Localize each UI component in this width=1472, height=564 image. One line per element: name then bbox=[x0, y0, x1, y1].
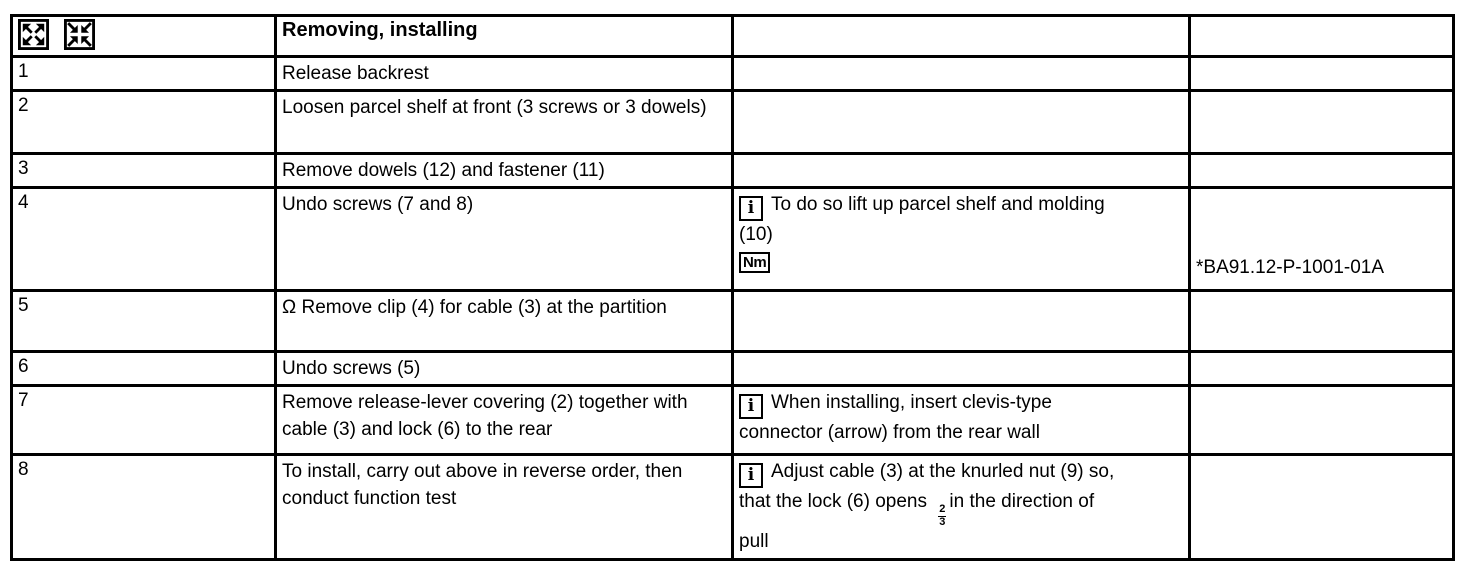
step-number-cell: 5 bbox=[10, 289, 277, 353]
action-cell: Loosen parcel shelf at front (3 screws o… bbox=[274, 89, 734, 155]
step-number: 1 bbox=[18, 61, 29, 82]
reference-cell bbox=[1188, 89, 1455, 155]
note-text: Adjust cable (3) at the knurled nut (9) … bbox=[771, 461, 1115, 482]
action-cell: Undo screws (7 and 8) bbox=[274, 186, 734, 292]
note-line: Nm bbox=[739, 249, 1180, 277]
step-number-cell: 8 bbox=[10, 452, 277, 562]
table-title-cell: Removing, installing bbox=[274, 14, 734, 58]
table-row: 4 Undo screws (7 and 8) i To do so lift up … bbox=[10, 186, 1455, 292]
fraction-numerator: 2 bbox=[938, 503, 947, 517]
note-cell: i When installing, insert clevis-type con… bbox=[731, 384, 1191, 456]
note-text: When installing, insert clevis-type bbox=[771, 392, 1052, 413]
step-number-cell: 1 bbox=[10, 55, 277, 92]
note-line: i When installing, insert clevis-type bbox=[739, 389, 1180, 419]
step-number: 3 bbox=[18, 158, 29, 179]
procedure-table-header: Removing, installing bbox=[10, 14, 1455, 58]
step-number: 6 bbox=[18, 356, 29, 377]
note-text: To do so lift up parcel shelf and moldin… bbox=[771, 194, 1105, 215]
note-line: pull bbox=[739, 528, 1180, 556]
info-icon: i bbox=[739, 463, 763, 488]
note-cell bbox=[731, 55, 1191, 92]
action-cell: Remove dowels (12) and fastener (11) bbox=[274, 152, 734, 189]
note-cell bbox=[731, 89, 1191, 155]
note-line: connector (arrow) from the rear wall bbox=[739, 419, 1180, 447]
action-text: Remove release-lever covering (2) togeth… bbox=[282, 392, 688, 440]
table-row: 1 Release backrest bbox=[10, 55, 1455, 92]
step-number-cell: 4 bbox=[10, 186, 277, 292]
reference-cell bbox=[1188, 384, 1455, 456]
note-text: connector (arrow) from the rear wall bbox=[739, 422, 1040, 443]
step-number-cell: 7 bbox=[10, 384, 277, 456]
reference-cell bbox=[1188, 152, 1455, 189]
table-row: 7 Remove release-lever covering (2) toget… bbox=[10, 384, 1455, 456]
collapse-arrows-icon bbox=[64, 19, 96, 51]
symbol-cell bbox=[10, 14, 277, 58]
table-title: Removing, installing bbox=[282, 19, 478, 41]
note-text: (10) bbox=[739, 224, 773, 245]
torque-nm-icon: Nm bbox=[739, 252, 771, 274]
action-cell: Remove release-lever covering (2) togeth… bbox=[274, 384, 734, 456]
expand-arrows-icon bbox=[18, 19, 50, 51]
note-cell: i Adjust cable (3) at the knurled nut (9)… bbox=[731, 452, 1191, 562]
step-number: 7 bbox=[18, 390, 29, 411]
reference-cell bbox=[1188, 452, 1455, 562]
note-cell: i To do so lift up parcel shelf and moldi… bbox=[731, 186, 1191, 292]
action-cell: Undo screws (5) bbox=[274, 350, 734, 387]
action-text: Remove dowels (12) and fastener (11) bbox=[282, 160, 605, 181]
note-cell bbox=[731, 152, 1191, 189]
fraction-denominator: 3 bbox=[939, 515, 946, 528]
note-cell bbox=[731, 350, 1191, 387]
action-text: Undo screws (5) bbox=[282, 358, 421, 379]
procedure-table: Removing, installing 1 Release backrest 2 L… bbox=[10, 14, 1455, 562]
note-cell bbox=[731, 289, 1191, 353]
table-row: 2 Loosen parcel shelf at front (3 screws … bbox=[10, 89, 1455, 155]
step-number: 5 bbox=[18, 295, 29, 316]
info-icon: i bbox=[739, 196, 763, 221]
note-line: (10) bbox=[739, 221, 1180, 249]
table-row: 6 Undo screws (5) bbox=[10, 350, 1455, 387]
action-text: Loosen parcel shelf at front (3 screws o… bbox=[282, 97, 707, 118]
note-text: that the lock (6) opens bbox=[739, 491, 927, 512]
table-row: 5 Ω Remove clip (4) for cable (3) at the … bbox=[10, 289, 1455, 353]
action-text: To install, carry out above in reverse o… bbox=[282, 461, 683, 509]
reference-cell bbox=[1188, 55, 1455, 92]
action-text: Ω Remove clip (4) for cable (3) at the p… bbox=[282, 297, 667, 318]
procedure-table-body: 1 Release backrest 2 Loosen parcel shelf at… bbox=[10, 55, 1455, 562]
action-text: Release backrest bbox=[282, 63, 429, 84]
table-row: 3 Remove dowels (12) and fastener (11) bbox=[10, 152, 1455, 189]
table-row: 8 To install, carry out above in reverse … bbox=[10, 452, 1455, 562]
header-note-cell bbox=[731, 14, 1191, 58]
info-icon: i bbox=[739, 394, 763, 419]
note-text: pull bbox=[739, 531, 769, 553]
reference-code: *BA91.12-P-1001-01A bbox=[1196, 257, 1385, 278]
reference-cell bbox=[1188, 350, 1455, 387]
step-number: 4 bbox=[18, 192, 29, 213]
action-cell: Ω Remove clip (4) for cable (3) at the p… bbox=[274, 289, 734, 353]
note-line: i Adjust cable (3) at the knurled nut (9)… bbox=[739, 458, 1180, 488]
step-number: 8 bbox=[18, 459, 29, 480]
reference-cell bbox=[1188, 289, 1455, 353]
step-number-cell: 2 bbox=[10, 89, 277, 155]
note-line: i To do so lift up parcel shelf and moldi… bbox=[739, 191, 1180, 221]
header-row: Removing, installing bbox=[10, 14, 1455, 58]
step-number: 2 bbox=[18, 95, 29, 116]
step-number-cell: 6 bbox=[10, 350, 277, 387]
step-number-cell: 3 bbox=[10, 152, 277, 189]
action-cell: To install, carry out above in reverse o… bbox=[274, 452, 734, 562]
reference-cell: *BA91.12-P-1001-01A bbox=[1188, 186, 1455, 292]
header-ref-cell bbox=[1188, 14, 1455, 58]
action-cell: Release backrest bbox=[274, 55, 734, 92]
action-text: Undo screws (7 and 8) bbox=[282, 194, 474, 215]
note-text: in the direction of bbox=[949, 491, 1095, 512]
